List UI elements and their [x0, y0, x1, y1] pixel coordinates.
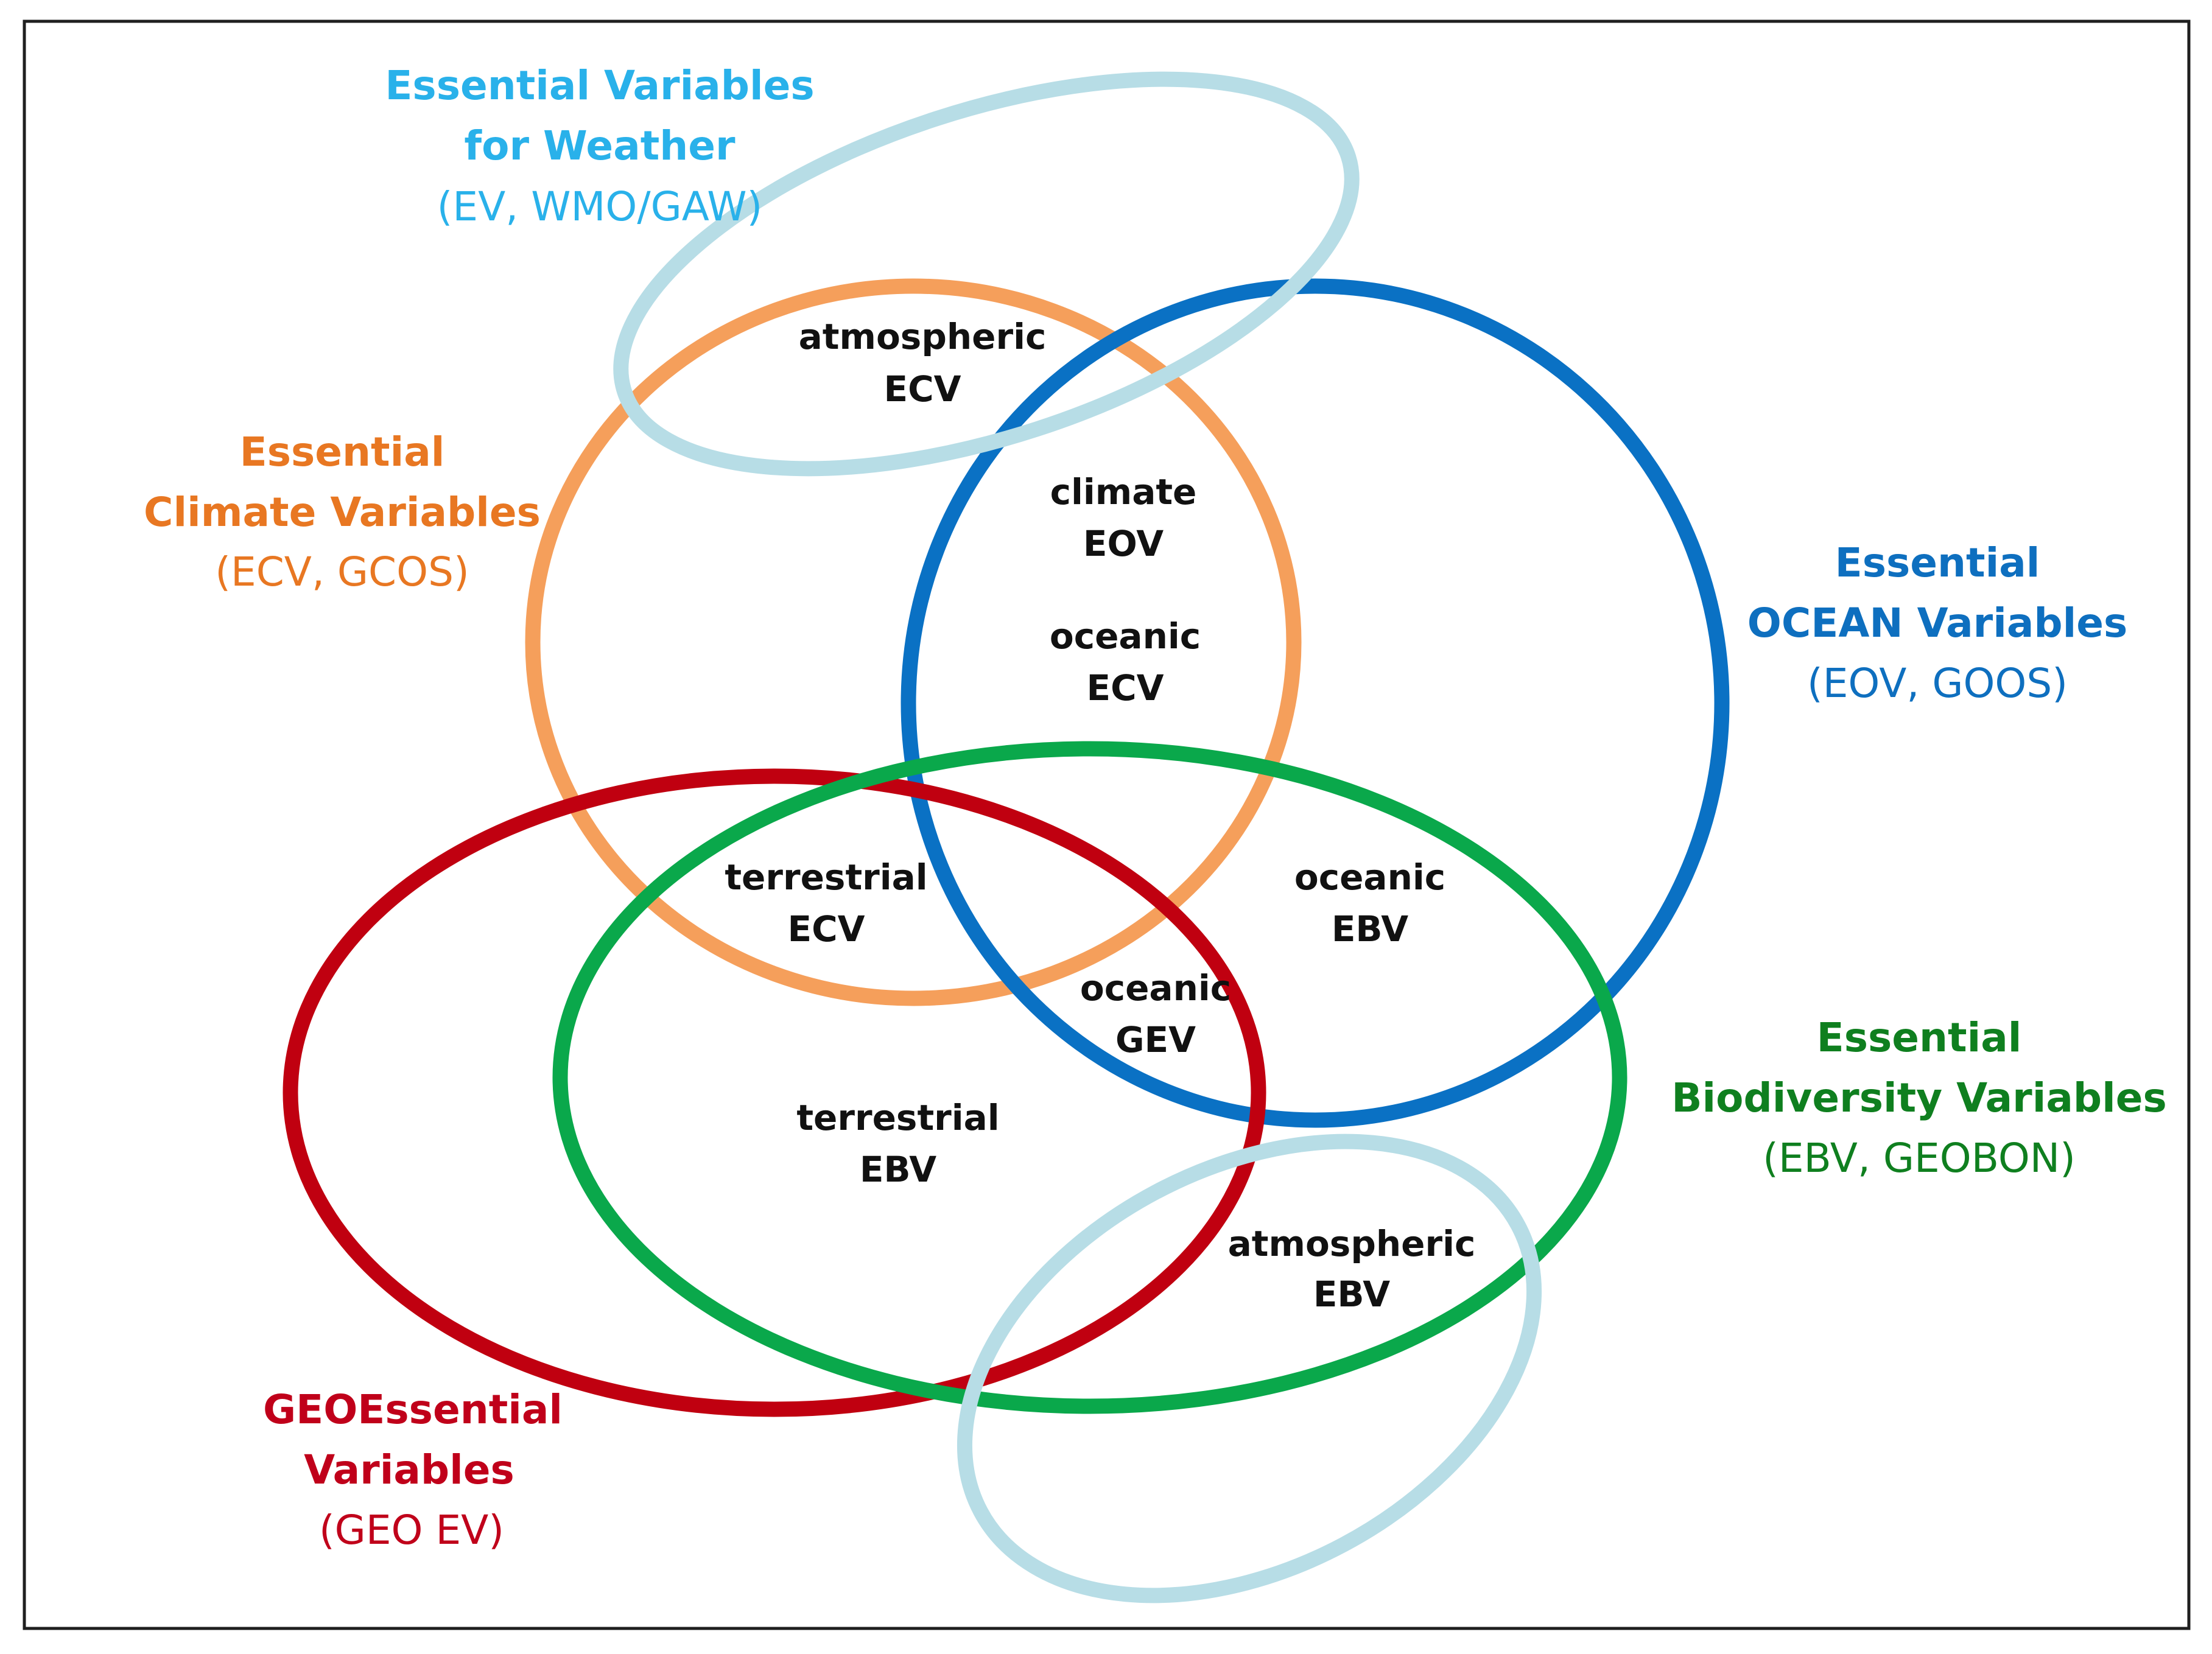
region-terrestrial-ecv: terrestrial ECV	[725, 857, 927, 950]
ocean-subtitle: (EOV, GOOS)	[1807, 660, 2068, 707]
biodiversity-title-line1: Essential	[1817, 1014, 2022, 1061]
climate-ring	[525, 278, 1302, 1006]
weather-category-label: Essential Variables for Weather (EV, WMO…	[385, 62, 814, 230]
region-oceanic-ecv: oceanic ECV	[1050, 615, 1201, 709]
region-climate-eov: climate EOV	[1050, 471, 1197, 564]
ocean-title-line1: Essential	[1835, 539, 2040, 586]
biodiversity-category-label: Essential Biodiversity Variables (EBV, G…	[1671, 1014, 2167, 1182]
climate-title-line1: Essential	[240, 429, 445, 475]
region-oceanic-ecv-line1: oceanic	[1050, 615, 1201, 657]
region-climate-eov-line1: climate	[1050, 471, 1197, 513]
region-atmospheric-ebv-line1: atmospheric	[1228, 1223, 1476, 1264]
region-terrestrial-ecv-line1: terrestrial	[725, 857, 927, 898]
region-atmospheric-ecv-line2: ECV	[883, 368, 961, 410]
biodiversity-ring	[552, 741, 1627, 1414]
ocean-title-line2: OCEAN Variables	[1747, 600, 2128, 647]
climate-subtitle: (ECV, GCOS)	[215, 548, 469, 595]
region-terrestrial-ebv-line1: terrestrial	[796, 1097, 999, 1138]
region-terrestrial-ecv-line2: ECV	[787, 908, 865, 950]
region-oceanic-ecv-line2: ECV	[1086, 667, 1164, 709]
geo-title-line2: Variables	[304, 1446, 514, 1493]
climate-title-line2: Climate Variables	[144, 489, 541, 536]
region-climate-eov-line2: EOV	[1083, 523, 1164, 564]
region-oceanic-ebv-line1: oceanic	[1294, 857, 1445, 898]
weather-ring-top	[613, 71, 1360, 477]
region-oceanic-gev-line2: GEV	[1115, 1019, 1196, 1060]
biodiversity-subtitle: (EBV, GEOBON)	[1763, 1135, 2076, 1182]
weather-title-line2: for Weather	[464, 122, 736, 169]
region-atmospheric-ebv: atmospheric EBV	[1228, 1223, 1476, 1315]
geo-subtitle: (GEO EV)	[319, 1507, 504, 1554]
region-oceanic-ebv-line2: EBV	[1332, 908, 1408, 950]
region-oceanic-ebv: oceanic EBV	[1294, 857, 1445, 950]
geo-title-line1: GEOEssential	[263, 1386, 563, 1433]
diagram-frame	[23, 19, 2191, 1630]
region-oceanic-gev-line1: oceanic	[1080, 967, 1231, 1009]
geo-ring	[283, 768, 1266, 1417]
region-atmospheric-ecv-line1: atmospheric	[799, 316, 1047, 357]
weather-ring-bottom	[957, 1134, 1542, 1603]
region-terrestrial-ebv: terrestrial EBV	[796, 1097, 999, 1190]
region-atmospheric-ebv-line2: EBV	[1313, 1274, 1390, 1315]
geo-category-label: GEOEssential Variables (GEO EV)	[263, 1386, 563, 1554]
weather-title-line1: Essential Variables	[385, 62, 814, 109]
region-terrestrial-ebv-line2: EBV	[860, 1149, 936, 1190]
region-oceanic-gev: oceanic GEV	[1080, 967, 1231, 1060]
climate-category-label: Essential Climate Variables (ECV, GCOS)	[144, 429, 541, 595]
weather-subtitle: (EV, WMO/GAW)	[437, 183, 763, 230]
ocean-category-label: Essential OCEAN Variables (EOV, GOOS)	[1747, 539, 2128, 707]
ocean-ring	[901, 278, 1730, 1128]
region-atmospheric-ecv: atmospheric ECV	[799, 316, 1047, 410]
biodiversity-title-line2: Biodiversity Variables	[1671, 1074, 2167, 1121]
